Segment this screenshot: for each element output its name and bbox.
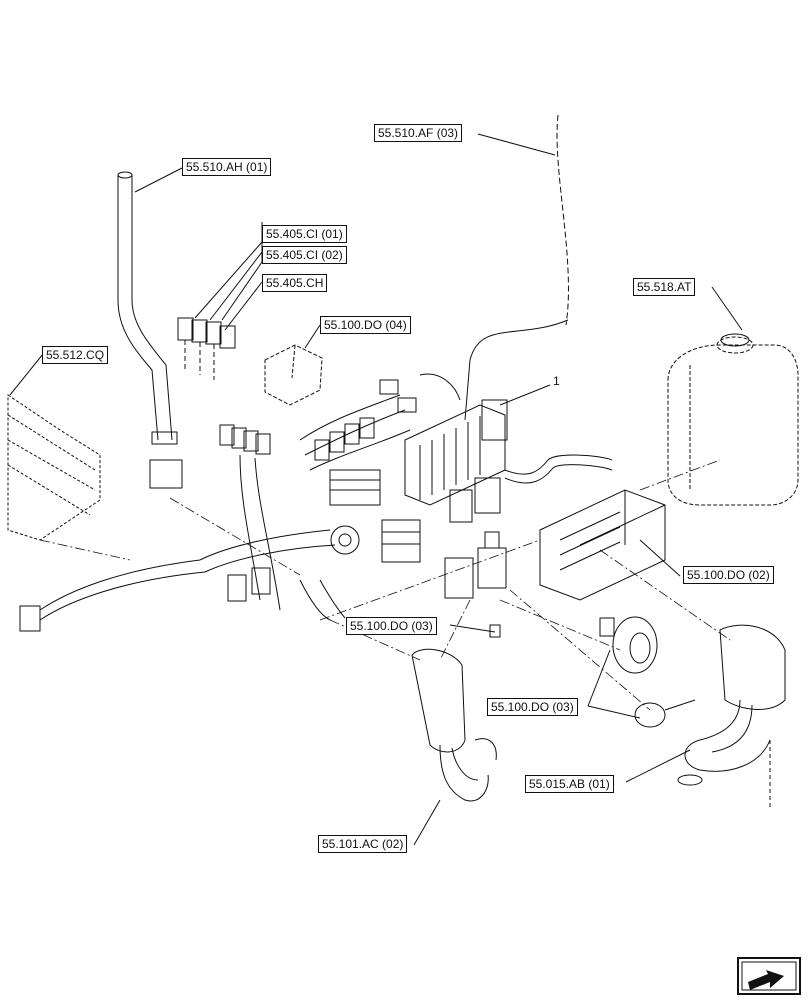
projection-lines [39, 459, 731, 711]
label-55-101-ac-02[interactable]: 55.101.AC (02) [318, 835, 408, 853]
label-55-405-ci-02[interactable]: 55.405.CI (02) [262, 246, 347, 264]
leader-lines [9, 133, 743, 846]
sensor-do03 [599, 616, 696, 728]
label-55-518-at[interactable]: 55.518.AT [633, 278, 696, 296]
connector-cq [19, 605, 41, 632]
label-55-100-do-03-a[interactable]: 55.100.DO (03) [346, 617, 437, 635]
label-55-510-ah-01[interactable]: 55.510.AH (01) [182, 158, 272, 176]
tank-at [667, 336, 799, 506]
relay-group [177, 317, 236, 380]
hose-ah [117, 171, 183, 489]
module-do03 [444, 531, 507, 638]
cable-cq [39, 559, 201, 611]
label-55-100-do-03-b[interactable]: 55.100.DO (03) [487, 698, 578, 716]
label-55-100-do-04[interactable]: 55.100.DO (04) [320, 316, 411, 334]
module-do02 [539, 489, 666, 601]
label-55-405-ch[interactable]: 55.405.CH [262, 274, 328, 292]
main-harness [199, 373, 461, 621]
callout-item-1: 1 [553, 374, 560, 388]
label-55-510-af-03[interactable]: 55.510.AF (03) [374, 124, 463, 142]
connector-left [227, 574, 247, 602]
label-55-512-cq[interactable]: 55.512.CQ [42, 346, 109, 364]
module-do04 [264, 344, 323, 406]
label-55-405-ci-01[interactable]: 55.405.CI (01) [262, 225, 347, 243]
label-55-100-do-02[interactable]: 55.100.DO (02) [683, 566, 774, 584]
pipe-do02 [504, 454, 613, 475]
tank-cap [720, 333, 750, 347]
fuse-block [404, 399, 508, 523]
hose-ab01 [677, 624, 786, 786]
label-55-015-ab-01[interactable]: 55.015.AB (01) [525, 775, 614, 793]
cable-af-end [464, 319, 569, 421]
module-cq [7, 394, 101, 541]
hose-ac02 [411, 648, 497, 802]
arrow-nav-icon[interactable] [737, 957, 801, 995]
cable-af [556, 114, 569, 326]
